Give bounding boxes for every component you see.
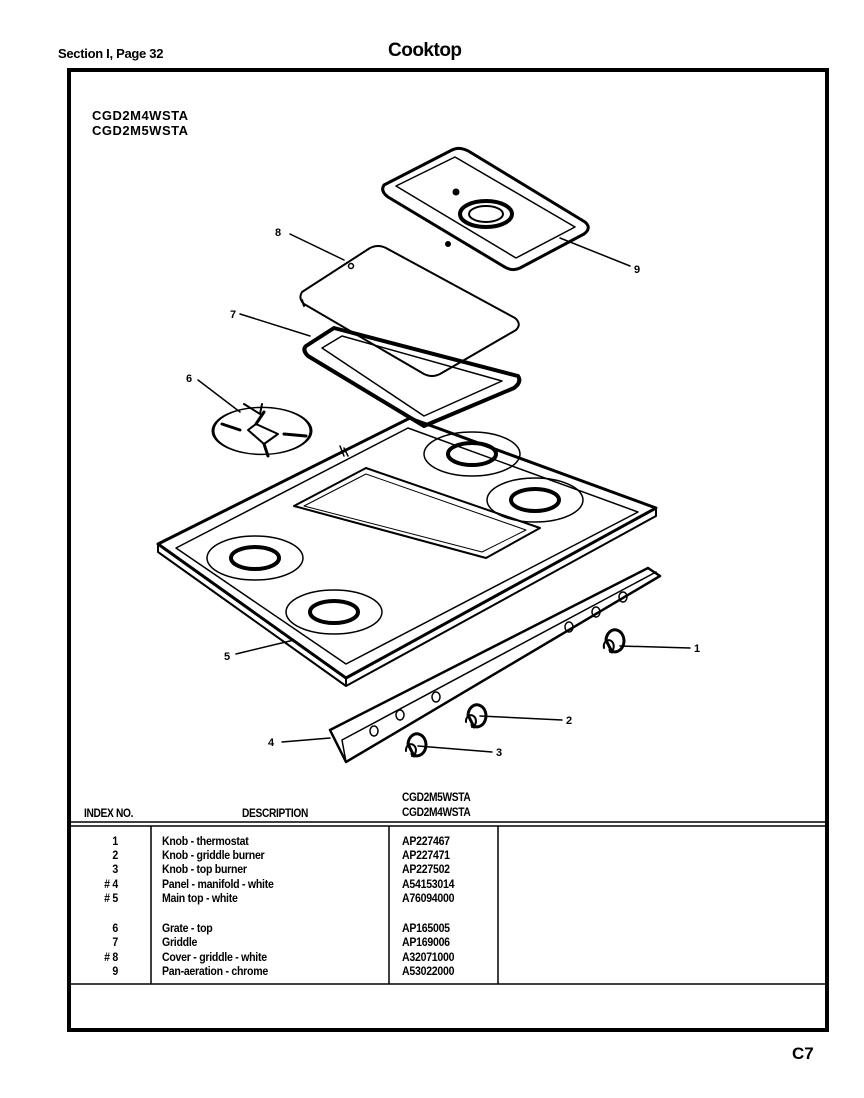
callout-2: 2 [566,715,572,727]
leader-lines [197,233,691,753]
description-cell: Cover - griddle - white [162,950,267,964]
description-cell: Main top - white [162,891,238,905]
table-row: 3 Knob - top burner AP227502 [0,862,864,877]
model-number: CGD2M5WSTA [92,123,189,138]
griddle [302,326,522,428]
callout-4: 4 [268,737,275,749]
table-row: 6 Grate - top AP165005 [0,921,864,936]
table-row: 2 Knob - griddle burner AP227471 [0,848,864,863]
parts-table-grid [71,821,825,985]
index-cell: # 8 [104,950,118,964]
table-row: # 8 Cover - griddle - white A32071000 [0,950,864,965]
description-cell: Knob - griddle burner [162,848,265,862]
callout-8: 8 [275,227,281,239]
table-header-model: CGD2M5WSTA [402,790,471,804]
part-number-cell: AP169006 [402,935,450,949]
description-cell: Knob - top burner [162,862,247,876]
table-header-description: DESCRIPTION [242,806,308,820]
table-header-index: INDEX NO. [84,806,134,820]
table-row: 1 Knob - thermostat AP227467 [0,834,864,849]
index-cell: # 5 [104,891,118,905]
table-header-model: CGD2M4WSTA [402,805,471,819]
table-row: 7 Griddle AP169006 [0,935,864,950]
part-number-cell: A32071000 [402,950,455,964]
diagram-frame [67,68,829,1032]
page-code: C7 [792,1044,814,1063]
callout-9: 9 [634,264,640,276]
callout-7: 7 [230,309,236,321]
index-cell: 3 [112,862,118,876]
table-row: # 4 Panel - manifold - white A54153014 [0,877,864,892]
description-cell: Griddle [162,935,198,949]
griddle-cover [299,245,520,377]
part-number-cell: A53022000 [402,964,455,978]
description-cell: Grate - top [162,921,213,935]
part-number-cell: A76094000 [402,891,455,905]
model-number: CGD2M4WSTA [92,108,189,123]
index-cell: 1 [112,834,118,848]
part-number-cell: AP227502 [402,862,450,876]
part-number-cell: A54153014 [402,877,455,891]
description-cell: Knob - thermostat [162,834,249,848]
part-number-cell: AP165005 [402,921,450,935]
table-row: 9 Pan-aeration - chrome A53022000 [0,964,864,979]
knob-griddle-burner [464,703,488,729]
callout-1: 1 [694,643,700,655]
index-cell: # 4 [104,877,118,891]
knob-top-burner [404,732,428,758]
manifold-panel [328,566,662,764]
burner-grate [211,403,313,458]
part-number-cell: AP227471 [402,848,450,862]
aeration-pan [381,146,590,272]
table-row: # 5 Main top - white A76094000 [0,891,864,906]
section-page-label: Section I, Page 32 [58,46,164,61]
index-cell: 7 [112,935,118,949]
callout-5: 5 [224,651,230,663]
main-top [156,416,658,687]
index-cell: 9 [112,964,118,978]
knob-thermostat [602,628,626,654]
callout-6: 6 [186,373,192,385]
description-cell: Pan-aeration - chrome [162,964,268,978]
part-number-cell: AP227467 [402,834,450,848]
index-cell: 2 [112,848,118,862]
callout-3: 3 [496,747,502,759]
description-cell: Panel - manifold - white [162,877,274,891]
page-title: Cooktop [388,40,462,61]
index-cell: 6 [112,921,118,935]
